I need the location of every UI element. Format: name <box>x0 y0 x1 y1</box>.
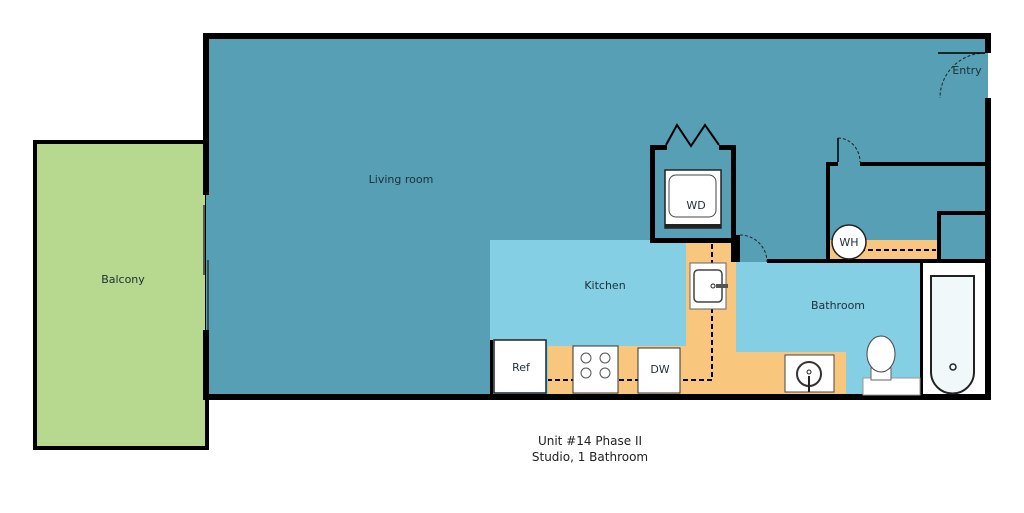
toilet <box>862 335 921 396</box>
kitchen-label: Kitchen <box>584 279 625 292</box>
wh-label: WH <box>839 236 858 249</box>
unit-type-caption: Studio, 1 Bathroom <box>532 450 648 464</box>
sliding-door[interactable] <box>203 205 209 330</box>
balcony-area <box>33 140 209 450</box>
door-leaves <box>837 52 985 162</box>
stove <box>572 345 619 394</box>
walls <box>203 33 991 400</box>
washer-dryer <box>664 169 722 229</box>
dishwasher <box>637 347 681 394</box>
living-room-label: Living room <box>369 173 434 186</box>
ref-label: Ref <box>512 361 531 374</box>
bathroom-sink <box>784 354 835 393</box>
bathroom-label: Bathroom <box>811 299 865 312</box>
balcony-label: Balcony <box>101 273 145 286</box>
unit-caption: Unit #14 Phase II <box>538 434 642 448</box>
kitchen-sink <box>689 262 728 310</box>
entry-label: Entry <box>952 64 982 77</box>
refrigerator <box>493 339 547 394</box>
counter-lines <box>548 244 936 381</box>
wd-label: WD <box>686 199 705 212</box>
dw-label: DW <box>650 363 669 376</box>
door-arcs[interactable] <box>739 52 986 263</box>
bathtub[interactable] <box>930 275 975 395</box>
water-heater <box>831 224 867 260</box>
bifold-door[interactable] <box>665 123 720 148</box>
